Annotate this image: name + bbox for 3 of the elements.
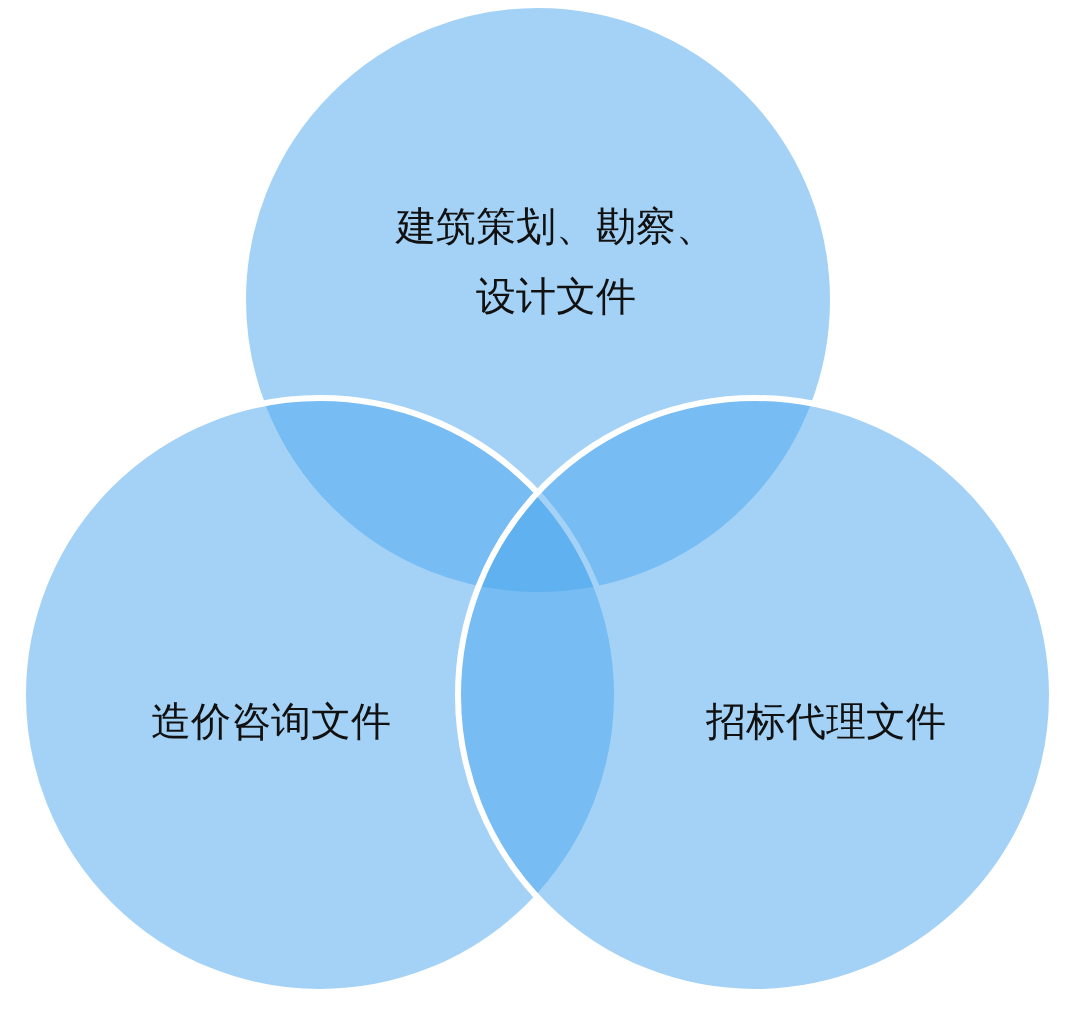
circle-label: 建筑策划、勘察、设计文件 xyxy=(394,202,717,321)
circle-label: 造价咨询文件 xyxy=(150,697,392,746)
circle-label: 招标代理文件 xyxy=(705,697,947,746)
